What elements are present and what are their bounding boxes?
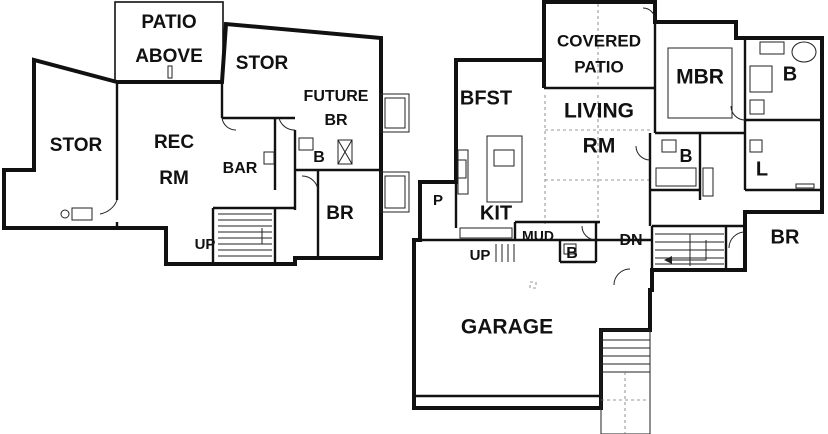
- label-br-main: BR: [771, 226, 800, 248]
- label-mbr: MBR: [676, 66, 724, 89]
- window-well-1: [380, 93, 410, 133]
- label-laundry: L: [756, 158, 768, 180]
- door-swing-bath: [278, 117, 296, 131]
- lower-toilet: [298, 137, 314, 151]
- label-bath-master: B: [783, 63, 797, 85]
- label-garage: GARAGE: [461, 316, 553, 339]
- window-well-2-inner: [384, 175, 406, 209]
- label-bath-lower: B: [313, 149, 325, 166]
- main-toilet: [661, 139, 677, 153]
- label-covered-patio-2: PATIO: [574, 57, 623, 76]
- master-shower: [749, 65, 773, 93]
- label-living-rm-1: LIVING: [564, 100, 634, 123]
- door-swing-mbath: [730, 105, 746, 121]
- door-swing-garage: [613, 268, 631, 286]
- main-level-outer-wall: [412, 0, 824, 410]
- island-sink: [493, 149, 515, 167]
- label-pantry: P: [433, 192, 443, 209]
- label-bfst: BFST: [460, 87, 512, 109]
- lower-stair: [218, 213, 272, 257]
- window-well-1-inner: [384, 97, 406, 129]
- garage-post: [529, 281, 537, 289]
- main-level-plan: COVERED PATIO BFST LIVING RM MBR B B L P…: [412, 0, 824, 434]
- label-bath-main: B: [680, 146, 693, 166]
- bar-sink: [263, 151, 275, 165]
- label-rec-rm-1: REC: [154, 132, 194, 153]
- main-stair: [655, 233, 724, 266]
- refrigerator: [457, 159, 467, 179]
- patio-above-outline: [114, 1, 224, 83]
- label-living-rm-2: RM: [583, 135, 616, 158]
- label-up-lower: UP: [195, 236, 216, 253]
- master-toilet: [749, 99, 765, 115]
- label-br-lower: BR: [326, 203, 354, 224]
- kitchen-island: [486, 135, 523, 203]
- window-well-2: [380, 171, 410, 213]
- label-stor-left: STOR: [50, 135, 103, 156]
- laundry-shelf: [795, 183, 815, 189]
- label-dn: DN: [619, 232, 642, 249]
- main-vanity: [702, 167, 714, 197]
- master-sink-1: [759, 41, 785, 55]
- label-stor-top: STOR: [236, 53, 289, 74]
- door-swing-mud: [581, 225, 597, 241]
- door-swing-stor: [221, 117, 237, 131]
- furnace: [71, 207, 93, 221]
- label-rec-rm-2: RM: [159, 168, 189, 189]
- patio-post: [167, 65, 173, 79]
- label-patio-above-1: PATIO: [141, 12, 196, 33]
- lower-level-outer-wall: [2, 21, 383, 266]
- label-future-br-2: BR: [324, 112, 348, 129]
- washer: [749, 139, 763, 153]
- lower-level-plan: PATIO ABOVE STOR FUTURE BR STOR REC RM B…: [2, 1, 410, 266]
- door-swing-rec: [99, 199, 118, 215]
- label-mud: MUD: [522, 228, 554, 244]
- main-tub: [655, 167, 697, 187]
- label-covered-patio-1: COVERED: [557, 31, 641, 50]
- front-steps: [600, 329, 651, 434]
- label-up-main: UP: [470, 247, 491, 264]
- door-swing-br: [728, 231, 746, 249]
- ceiling-grid: [544, 95, 650, 226]
- mud-toilet: [563, 243, 577, 255]
- door-swing-patio: [642, 7, 656, 21]
- water-heater: [60, 209, 70, 219]
- master-tub: [791, 41, 817, 63]
- kitchen-counter-south: [459, 227, 513, 239]
- mbr-bed-area: [667, 47, 733, 119]
- label-bath-mud: B: [566, 245, 578, 262]
- label-kit: KIT: [480, 202, 512, 224]
- label-patio-above-2: ABOVE: [135, 46, 203, 67]
- door-swing-bath: [635, 145, 651, 161]
- mud-stair: [495, 244, 515, 262]
- label-bar: BAR: [223, 160, 258, 177]
- door-swing-br: [301, 175, 319, 191]
- label-future-br-1: FUTURE: [304, 88, 369, 105]
